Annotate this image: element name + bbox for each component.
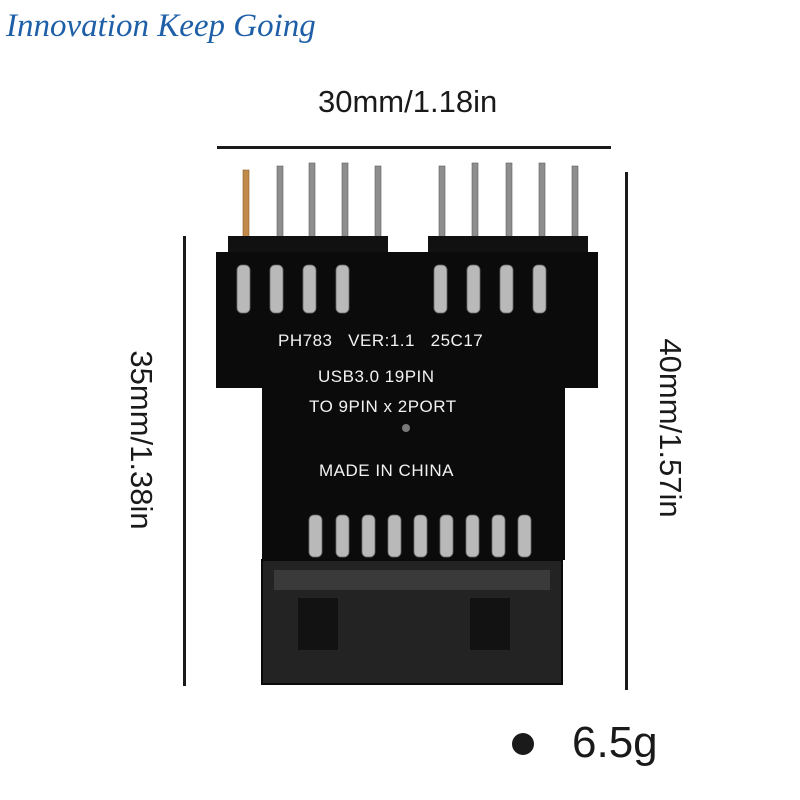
- weight-label: 6.5g: [572, 718, 658, 767]
- bottom-contact-pads: [308, 514, 532, 558]
- top-contact-pads: [236, 264, 547, 314]
- mount-hole: [402, 424, 410, 432]
- board-description-line-2: TO 9PIN x 2PORT: [309, 397, 457, 416]
- board-origin-text: MADE IN CHINA: [319, 461, 454, 480]
- header-pins: [242, 162, 579, 239]
- board-model-text: PH783 VER:1.1 25C17: [278, 331, 483, 350]
- usb-socket-housing: [261, 559, 563, 685]
- board-height-dimension-line: [183, 236, 186, 686]
- width-dimension-line: [217, 146, 611, 149]
- weight-bullet-icon: [512, 733, 534, 755]
- width-dimension-label: 30mm/1.18in: [318, 84, 498, 119]
- board-description-line-1: USB3.0 19PIN: [318, 367, 435, 386]
- brand-tagline: Innovation Keep Going: [6, 8, 316, 44]
- pcb: [216, 252, 598, 560]
- total-height-dimension-line: [625, 172, 628, 690]
